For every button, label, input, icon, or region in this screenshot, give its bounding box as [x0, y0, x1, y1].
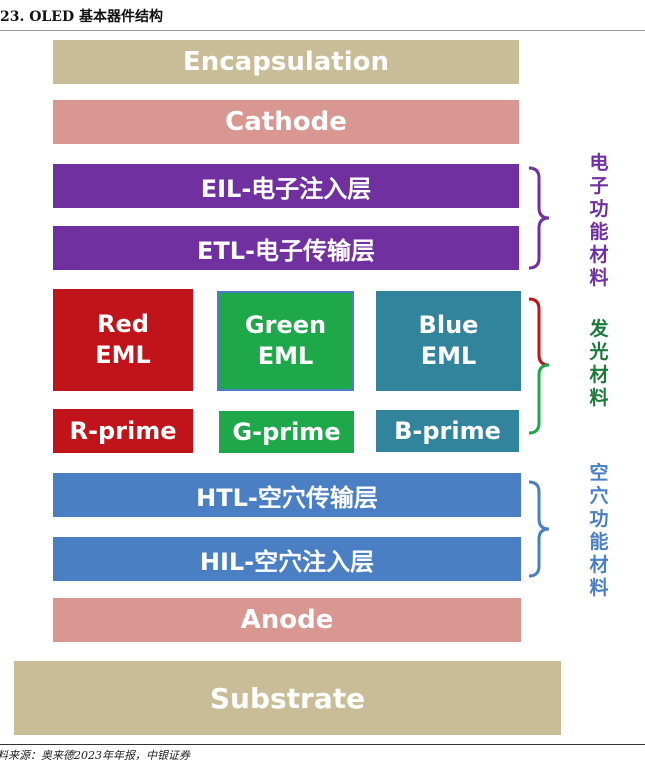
substrate-label: Substrate	[209, 681, 366, 715]
electron-group-bracket	[528, 166, 550, 270]
figure-title: 23. OLED 基本器件结构	[0, 9, 163, 25]
encapsulation-label: Encapsulation	[183, 47, 389, 77]
hil-layer: HIL-空穴注入层	[53, 537, 521, 581]
etl-label: ETL-电子传输层	[196, 236, 376, 265]
blue-eml-block: Blue EML	[376, 291, 521, 391]
htl-label: HTL-空穴传输层	[196, 483, 378, 512]
source-note: 资料来源：奥来德2023年年报，中银证券	[0, 749, 190, 762]
r-prime-block: R-prime	[53, 409, 193, 453]
emissive-group-bracket	[528, 297, 550, 435]
blue-eml-line2: EML	[420, 342, 477, 370]
red-eml-line1: Red	[97, 310, 149, 338]
red-eml-block: Red EML	[53, 289, 193, 391]
emissive-group-label: 发光材料	[589, 318, 609, 409]
red-eml-line2: EML	[95, 341, 151, 369]
green-eml-block: Green EML	[217, 291, 354, 391]
hole-group-bracket	[528, 480, 550, 578]
b-prime-block: B-prime	[376, 410, 519, 452]
anode-layer: Anode	[53, 598, 521, 642]
green-eml-line2: EML	[257, 342, 314, 370]
hil-label: HIL-空穴注入层	[199, 547, 375, 576]
encapsulation-layer: Encapsulation	[53, 40, 519, 84]
b-prime-label: B-prime	[394, 417, 501, 445]
anode-label: Anode	[240, 605, 334, 635]
g-prime-block: G-prime	[219, 411, 354, 453]
substrate-layer: Substrate	[14, 661, 561, 735]
eil-layer: EIL-电子注入层	[53, 164, 519, 208]
cathode-label: Cathode	[225, 107, 347, 137]
hole-group-label: 空穴功能材料	[589, 462, 609, 599]
top-divider	[0, 30, 645, 31]
bottom-divider	[0, 744, 645, 745]
cathode-layer: Cathode	[53, 100, 519, 144]
blue-eml-line1: Blue	[418, 311, 479, 339]
g-prime-label: G-prime	[232, 418, 341, 446]
green-eml-line1: Green	[244, 311, 327, 339]
eil-label: EIL-电子注入层	[200, 174, 372, 203]
electron-group-label: 电子功能材料	[589, 152, 609, 289]
htl-layer: HTL-空穴传输层	[53, 473, 521, 517]
etl-layer: ETL-电子传输层	[53, 226, 519, 270]
r-prime-label: R-prime	[69, 417, 177, 445]
